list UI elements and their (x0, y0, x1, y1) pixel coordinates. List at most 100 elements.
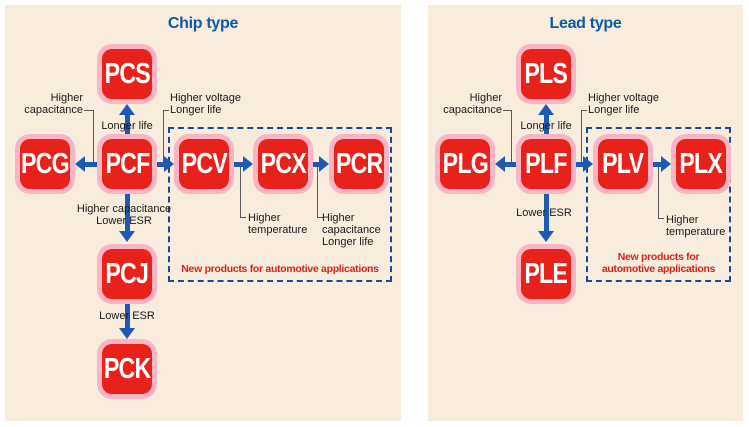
arrow-pcf-to-pcs-shaft (125, 114, 130, 134)
node-ple: PLE (516, 244, 576, 304)
node-ple-label: PLE (524, 257, 569, 290)
chip-lower-esr-label: Lower ESR (99, 310, 155, 322)
node-pcv-label: PCV (181, 147, 227, 180)
arrow-plf-to-ple-shaft (544, 194, 549, 231)
chip-higher-capacitance-longer-life-connector-tick (317, 217, 323, 218)
arrow-pcf-to-pcg-shaft (85, 162, 97, 167)
node-plx-inner: PLX (676, 139, 726, 189)
lead-higher-voltage-callout: Higher voltage Longer life (588, 92, 659, 116)
node-pcf-label: PCF (105, 147, 150, 180)
chip-higher-capacitance-longer-life-callout: Higher capacitance Longer life (322, 212, 381, 248)
chip-higher-temperature-connector-line (240, 167, 241, 218)
lead-higher-capacitance-connector-tick (503, 110, 511, 111)
node-pls-inner: PLS (521, 49, 571, 99)
node-pcr-label: PCR (335, 147, 383, 180)
chip-higher-voltage-connector-tick (163, 110, 169, 111)
node-pcg-inner: PCG (20, 139, 70, 189)
chip-higher-capacitance-connector-tick (84, 110, 93, 111)
chip-higher-temperature-callout: Higher temperature (248, 212, 308, 236)
node-pcs-label: PCS (104, 57, 150, 90)
arrow-plf-to-pls-shaft (544, 114, 549, 134)
lead-new-products-dashed-box: New products for automotive applications (586, 127, 731, 282)
node-pcx-label: PCX (260, 147, 306, 180)
node-plg-label: PLG (442, 147, 488, 180)
chip-new-products-note: New products for automotive applications (181, 262, 379, 275)
lead-higher-capacitance-callout: Higher capacitance (443, 92, 502, 116)
arrow-pcx-to-pcr-head (319, 156, 329, 172)
node-plv-label: PLV (602, 147, 645, 180)
lead-panel-title: Lead type (549, 15, 622, 32)
arrow-pcx-to-pcr-shaft (313, 162, 320, 167)
lead-higher-voltage-connector-line (581, 110, 582, 162)
chip-higher-voltage-callout: Higher voltage Longer life (170, 92, 241, 116)
node-pcg: PCG (15, 134, 75, 194)
lead-type-panel: Lead type New products for automotive ap… (428, 5, 743, 421)
node-plg: PLG (435, 134, 495, 194)
node-pck-inner: PCK (102, 344, 152, 394)
node-pcj: PCJ (97, 244, 157, 304)
node-pcr-inner: PCR (334, 139, 384, 189)
node-plv-inner: PLV (598, 139, 648, 189)
chip-higher-temperature-connector-tick (240, 217, 246, 218)
chip-panel-title: Chip type (167, 15, 239, 32)
node-pcv-inner: PCV (179, 139, 229, 189)
lead-lower-esr-label: Lower ESR (516, 207, 572, 219)
lead-longer-life-label: Longer life (520, 120, 572, 132)
arrow-plv-to-plx-shaft (653, 162, 662, 167)
arrow-pcf-to-pcg-head (75, 156, 85, 172)
lead-higher-capacitance-connector-line (511, 110, 512, 162)
node-plx: PLX (671, 134, 731, 194)
node-pcs-inner: PCS (102, 49, 152, 99)
lead-higher-temperature-callout: Higher temperature (666, 214, 726, 238)
arrow-plf-to-plv-shaft (576, 162, 584, 167)
arrow-plf-to-plg-head (495, 156, 505, 172)
arrow-pcf-to-pcj-head (119, 231, 135, 242)
node-pls-label: PLS (524, 57, 569, 90)
arrow-pcj-to-pck-head (119, 328, 135, 339)
arrow-plf-to-plv-head (583, 156, 593, 172)
node-plx-label: PLX (679, 147, 724, 180)
node-ple-inner: PLE (521, 249, 571, 299)
chip-new-products-dashed-box: New products for automotive applications (168, 127, 392, 282)
chip-higher-capacitance-longer-life-connector-line (317, 167, 318, 218)
node-pck-label: PCK (103, 352, 151, 385)
lead-higher-voltage-connector-tick (581, 110, 587, 111)
arrow-pcf-to-pcv-shaft (157, 162, 165, 167)
lead-higher-temperature-connector-line (658, 167, 659, 219)
arrow-pcj-to-pck-shaft (125, 304, 130, 329)
chip-higher-capacitance-lower-esr-label: Higher capacitance Lower ESR (76, 203, 172, 227)
node-pcj-inner: PCJ (102, 249, 152, 299)
node-plg-inner: PLG (440, 139, 490, 189)
node-plf: PLF (516, 134, 576, 194)
node-pcf: PCF (97, 134, 157, 194)
node-pcx: PCX (253, 134, 313, 194)
chip-higher-voltage-connector-line (163, 110, 164, 162)
arrow-plf-to-plg-shaft (505, 162, 516, 167)
lead-new-products-note: New products for automotive applications (601, 251, 716, 275)
arrow-plv-to-plx-head (661, 156, 671, 172)
node-pcs: PCS (97, 44, 157, 104)
chip-higher-capacitance-connector-line (93, 110, 94, 162)
node-pcj-label: PCJ (105, 257, 150, 290)
node-pls: PLS (516, 44, 576, 104)
arrow-plf-to-pls-head (538, 104, 554, 115)
chip-type-panel: Chip type New products for automotive ap… (5, 5, 401, 421)
chip-longer-life-label: Longer life (101, 120, 153, 132)
arrow-pcv-to-pcx-head (243, 156, 253, 172)
chip-higher-capacitance-callout: Higher capacitance (24, 92, 83, 116)
node-pcg-label: PCG (21, 147, 70, 180)
arrow-pcv-to-pcx-shaft (234, 162, 244, 167)
node-plf-inner: PLF (521, 139, 571, 189)
lead-higher-temperature-connector-tick (658, 218, 664, 219)
node-plv: PLV (593, 134, 653, 194)
arrow-pcf-to-pcv-head (164, 156, 174, 172)
arrow-plf-to-ple-head (538, 231, 554, 242)
arrow-pcf-to-pcs-head (119, 104, 135, 115)
arrow-pcf-to-pcj-shaft (125, 194, 130, 231)
node-plf-label: PLF (525, 147, 567, 180)
node-pcx-inner: PCX (258, 139, 308, 189)
node-pcr: PCR (329, 134, 389, 194)
node-pcf-inner: PCF (102, 139, 152, 189)
node-pck: PCK (97, 339, 157, 399)
node-pcv: PCV (174, 134, 234, 194)
